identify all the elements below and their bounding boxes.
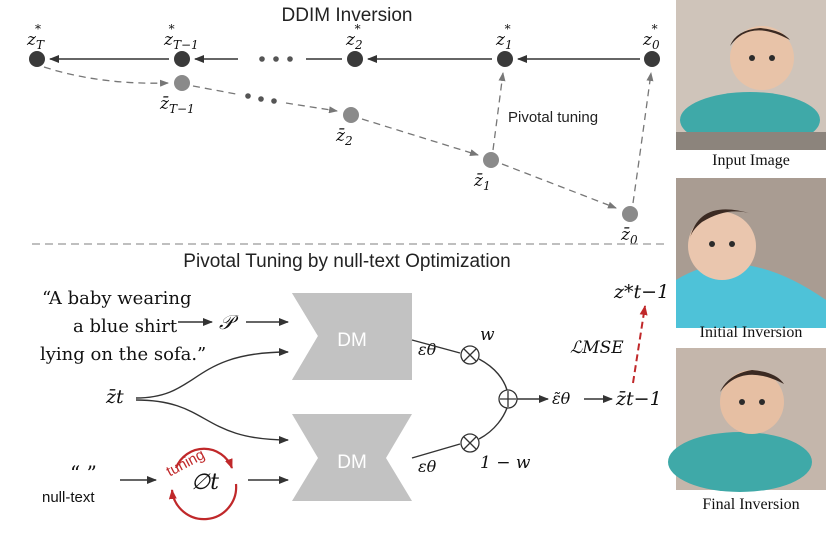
svg-text:z̄2: z̄2: [335, 126, 353, 148]
eps-tilde: ε̃θ: [552, 389, 571, 408]
zt-label: z̄t: [105, 386, 124, 408]
eps-bottom: εθ: [418, 457, 437, 476]
svg-text:zT*: zT*: [26, 22, 45, 52]
loss-arrow: [632, 305, 648, 384]
z-star-1: z1*: [495, 22, 513, 67]
sum-node: [498, 389, 518, 409]
ddim-title: DDIM Inversion: [282, 5, 413, 26]
node-z-bar-2: [343, 107, 359, 123]
z-bar-T-1: z̄T−1: [159, 75, 195, 116]
w-label: w: [480, 325, 495, 345]
image-input: [676, 0, 826, 150]
node-z-star-2: [347, 51, 363, 67]
ellipsis-top: [259, 56, 293, 62]
node-z-star-1: [497, 51, 513, 67]
image-final: [668, 348, 826, 492]
dashed-zbar2-zbar1: [361, 118, 479, 156]
line-w-sum: [478, 358, 508, 391]
line-1w-sum: [478, 407, 508, 440]
loss-label: ℒMSE: [570, 338, 624, 358]
svg-text:zT−1*: zT−1*: [163, 22, 199, 52]
node-z-bar-1: [483, 152, 499, 168]
tuning-arc-bottom: [168, 483, 238, 521]
prompt-line-1: “A baby wearing: [42, 288, 192, 309]
pivotal-title: Pivotal Tuning by null-text Optimization: [183, 251, 510, 272]
caption-initial-inversion: Initial Inversion: [699, 324, 803, 341]
dm-label-top: DM: [337, 330, 367, 351]
multiply-w: [460, 345, 480, 365]
z-star-2: z2*: [345, 22, 363, 67]
node-z-star-T-1: [174, 51, 190, 67]
z-star-T: zT*: [26, 22, 45, 67]
node-z-bar-0: [622, 206, 638, 222]
z-star-t-1: z*t−1: [613, 281, 669, 303]
z-bar-1: z̄1: [473, 152, 499, 193]
null-text-label: null-text: [42, 489, 95, 506]
prompt-line-3: lying on the sofa.”: [40, 344, 206, 365]
prompt-line-2: a blue shirt: [73, 316, 178, 337]
null-quote: “ ”: [70, 461, 97, 485]
dm-block-top-shape: [292, 293, 412, 380]
svg-text:z̄0: z̄0: [620, 225, 638, 247]
svg-text:z2*: z2*: [345, 22, 363, 52]
dashed-zbarT1-dots: [192, 85, 237, 95]
line-eps-top: [411, 339, 461, 354]
phi-symbol: ∅t: [191, 470, 219, 495]
caption-final-inversion: Final Inversion: [702, 496, 800, 513]
one-minus-w-label: 1 − w: [480, 453, 531, 473]
svg-text:z̄T−1: z̄T−1: [159, 94, 195, 116]
z-star-T-1: zT−1*: [163, 22, 199, 67]
node-z-star-T: [29, 51, 45, 67]
line-eps-bottom: [411, 443, 461, 459]
caption-input-image: Input Image: [712, 152, 790, 169]
p-symbol: 𝒫: [219, 310, 239, 334]
multiply-1-w: [460, 433, 480, 453]
svg-text:z1*: z1*: [495, 22, 513, 52]
dashed-dots-zbar2: [285, 102, 338, 114]
zbar-t-1: z̄t−1: [615, 388, 662, 410]
dashed-zbar1-zbar0: [501, 163, 617, 209]
z-bar-2: z̄2: [335, 107, 359, 148]
tuning-arc-top: [174, 447, 234, 469]
image-initial: [676, 178, 826, 328]
z-bar-0: z̄0: [620, 206, 638, 247]
arrow-zt-dm-bottom: [135, 399, 289, 444]
node-z-bar-T-1: [174, 75, 190, 91]
dm-label-bottom: DM: [337, 452, 367, 473]
node-z-star-0: [644, 51, 660, 67]
svg-text:z0*: z0*: [642, 22, 660, 52]
pivotal-tuning-label: Pivotal tuning: [508, 109, 598, 126]
dm-block-bottom: [292, 414, 412, 501]
dashed-zT-zbarT1: [43, 66, 169, 87]
dashed-zbar1-zstar1: [492, 72, 506, 151]
arrow-zt-dm-top: [135, 348, 289, 399]
dashed-zbar0-zstar0: [632, 72, 654, 204]
z-star-0: z0*: [642, 22, 660, 67]
svg-text:z̄1: z̄1: [473, 171, 491, 193]
ellipsis-bottom: [245, 93, 277, 104]
